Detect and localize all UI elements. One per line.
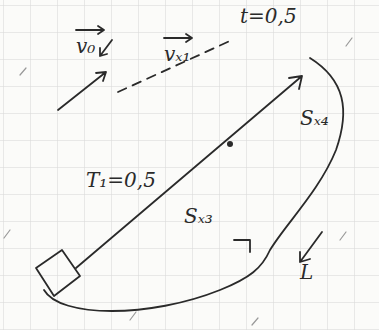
sketch-label: t=0,5 — [240, 6, 297, 26]
sketch-label: L — [300, 262, 313, 282]
direction-arrow — [300, 232, 322, 262]
sketch-label: Sₓ₃ — [184, 206, 213, 226]
displacement-arrow — [76, 76, 302, 268]
point — [227, 141, 233, 147]
sketch-label: Sₓ₄ — [300, 108, 329, 128]
sketch-label: v₀ — [76, 36, 95, 56]
sketch-label: T₁=0,5 — [86, 170, 156, 190]
sketch-label: vₓ₁ — [164, 44, 190, 64]
stray-dash — [4, 38, 352, 325]
velocity-arrow — [100, 40, 112, 56]
brace-curve — [44, 58, 343, 311]
vector-mark — [76, 26, 104, 34]
dashed-line — [118, 40, 232, 92]
vector-mark — [164, 34, 192, 42]
block — [36, 250, 80, 296]
velocity-arrow — [58, 72, 106, 110]
tick-mark — [234, 240, 250, 252]
